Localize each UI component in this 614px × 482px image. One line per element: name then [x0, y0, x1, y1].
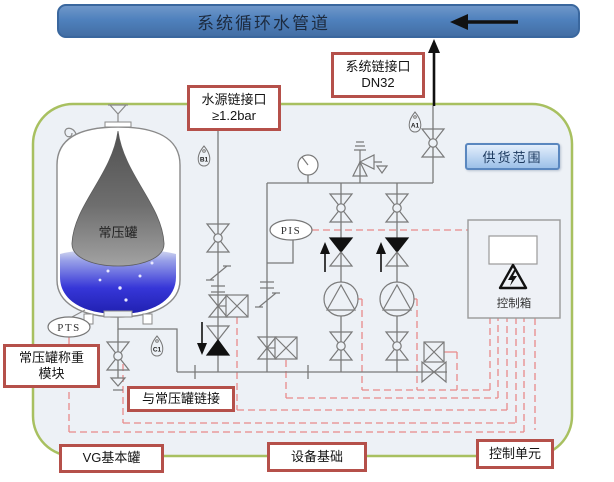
tag-c1: C1 — [150, 335, 164, 357]
callout-equipment-base: 设备基础 — [267, 442, 367, 472]
control-box-display — [488, 235, 538, 265]
pump-icon — [323, 281, 415, 317]
supply-scope-button[interactable]: 供货范围 — [465, 143, 560, 170]
pipes — [117, 106, 447, 379]
tag-b1: B1 — [197, 145, 211, 167]
pts-tag: PTS — [57, 322, 80, 334]
svg-text:A1: A1 — [411, 123, 420, 130]
arrow-up-icon — [428, 39, 440, 106]
svg-text:C1: C1 — [153, 347, 162, 354]
tank-label: 常压罐 — [98, 225, 137, 240]
tag-a1: A1 — [408, 111, 422, 133]
actuator-valve-icon — [207, 294, 447, 384]
warning-icon — [498, 263, 528, 290]
banner-title: 系统循环水管道 — [197, 13, 330, 33]
callout-water-source: 水源链接口 ≥1.2bar — [187, 85, 281, 131]
callout-tank-link: 与常压罐链接 — [127, 386, 235, 412]
callout-system-port: 系统链接口 DN32 — [331, 52, 425, 98]
drain-icon — [109, 377, 127, 391]
control-box: 控制箱 — [467, 219, 561, 319]
black-valve-icon — [205, 325, 231, 356]
vent-icon — [108, 104, 128, 122]
flow-arrows — [197, 242, 386, 355]
check-valve-icon — [328, 237, 410, 267]
pis-tag: PIS — [281, 225, 301, 237]
tank-top-flange — [104, 121, 132, 128]
callout-weighing-module: 常压罐称重 模块 — [3, 344, 100, 388]
callout-vg-tank: VG基本罐 — [59, 444, 164, 473]
point-tags: B1 C1 A1 — [150, 111, 422, 357]
control-box-label: 控制箱 — [497, 296, 532, 310]
safety-valve-icon — [352, 141, 389, 177]
pressure-gauge-icon — [297, 154, 319, 176]
lifting-hook-icon — [64, 127, 77, 138]
arrow-left-icon — [448, 11, 523, 38]
system-pipe-banner: 系统循环水管道 — [57, 4, 580, 38]
tank-water — [60, 248, 176, 314]
instrument-tags: PTS PIS — [47, 219, 313, 338]
swing-check-icon — [206, 265, 280, 308]
valve-icon — [105, 128, 446, 371]
valve-symbols — [105, 128, 447, 391]
tank-bladder — [71, 130, 165, 267]
svg-text:B1: B1 — [200, 157, 209, 164]
callout-control-unit: 控制单元 — [476, 439, 554, 469]
atmospheric-tank: 常压罐 — [56, 104, 181, 325]
